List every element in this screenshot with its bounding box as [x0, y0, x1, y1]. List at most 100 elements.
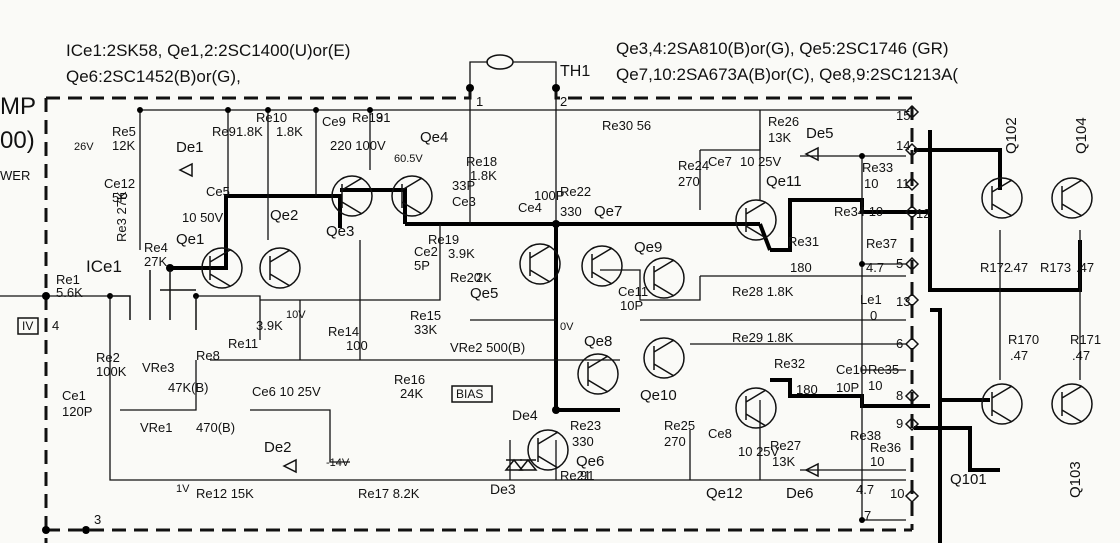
re31-value: 180 [790, 260, 812, 275]
header-line1-left: ICe1:2SK58, Qe1,2:2SC1400(U)or(E) [66, 41, 350, 60]
diode-symbols [178, 146, 819, 478]
header-line2-right: Qe7,10:2SA673A(B)or(C), Qe8,9:2SC1213A( [616, 65, 958, 84]
terminal-13: 13 [896, 294, 910, 309]
terminal-10: 10 [890, 486, 904, 501]
re9-value: 1.8K [236, 124, 263, 139]
re15-label: Re15 [410, 308, 441, 323]
re25-value: 270 [664, 434, 686, 449]
re2-label: Re2 [96, 350, 120, 365]
de4-label: De4 [512, 407, 538, 423]
terminal-6: 6 [896, 336, 903, 351]
re21-value: 91 [580, 468, 594, 483]
re22-value: 330 [560, 204, 582, 219]
iv-box [17, 317, 39, 335]
de3-label: De3 [490, 481, 516, 497]
re16-value: 24K [400, 386, 423, 401]
qe3-label: Qe3 [326, 223, 354, 240]
re35-value: 10 [868, 378, 882, 393]
terminal-9: 9 [896, 416, 903, 431]
re22-label: Re22 [560, 184, 591, 199]
re8-label: Re8 [196, 348, 220, 363]
de6-label: De6 [786, 485, 814, 502]
ce2-label: Ce2 [414, 244, 438, 259]
r173-value: .47 [1076, 260, 1094, 275]
re15-value: 33K [414, 322, 437, 337]
terminal-5: 5 [896, 256, 903, 271]
vre3-label: VRe3 [142, 360, 175, 375]
re27-value: 13K [772, 454, 795, 469]
ce10-value: 10P [836, 380, 859, 395]
re29-label: Re29 1.8K [732, 330, 794, 345]
terminal-3: 3 [94, 512, 101, 527]
re1-label: Re1 [56, 272, 80, 287]
ce11-value: 10P [620, 298, 643, 313]
thermistor-th1: TH1 [469, 54, 590, 88]
re13-value: 91 [376, 110, 390, 125]
ce7-value: 10 25V [740, 154, 782, 169]
re2-value: 100K [96, 364, 127, 379]
vre2-label: VRe2 500(B) [450, 340, 525, 355]
re34-label: Re34 10 [834, 204, 883, 219]
ce8-value: 10 25V [738, 444, 780, 459]
re37-label: Re37 [866, 236, 897, 251]
qe9-label: Qe9 [634, 239, 662, 256]
ce4-value: 100P [534, 188, 564, 203]
re33-value: 10 [864, 176, 878, 191]
component-labels: Re1 5.6K Re2 100K Re3 27K Re4 27K Re5 12… [22, 94, 1101, 527]
ce3-value: 33P [452, 178, 475, 193]
re24-label: Re24 [678, 158, 709, 173]
qe10-symbol [643, 337, 685, 379]
terminal-2: 2 [560, 94, 567, 109]
thick-traces [170, 130, 1082, 543]
q103-symbol [1051, 383, 1093, 425]
r172-label: R172 [980, 260, 1011, 275]
ce5-label: Ce5 [206, 184, 230, 199]
qe6-symbol [527, 429, 569, 471]
re18-label: Re18 [466, 154, 497, 169]
bias-box [451, 385, 493, 403]
ce10-label: Ce10 [836, 362, 867, 377]
qe8-label: Qe8 [584, 333, 612, 350]
re26-value: 13K [768, 130, 791, 145]
terminals [904, 104, 920, 504]
header-line1-right: Qe3,4:2SA810(B)or(G), Qe5:2SC1746 (GR) [616, 39, 949, 58]
qe10-label: Qe10 [640, 387, 677, 404]
re24-value: 270 [678, 174, 700, 189]
terminal-15: 15 [896, 108, 910, 123]
ce4-label: Ce4 [518, 200, 542, 215]
re32-label: Re32 [774, 356, 805, 371]
r171-value: .47 [1072, 348, 1090, 363]
vre1-value: 470(B) [196, 420, 235, 435]
terminal-1: 1 [476, 94, 483, 109]
re13-label: Re13 [352, 110, 383, 125]
edge-text-3: WER [0, 168, 30, 183]
re27-label: Re27 [770, 438, 801, 453]
re37-value: 4.7 [866, 260, 884, 275]
iv-box-label: IV [22, 319, 33, 333]
re38-label: Re38 [850, 428, 881, 443]
qe9-symbol [643, 257, 685, 299]
r173-label: R173 [1040, 260, 1071, 275]
r170-value: .47 [1010, 348, 1028, 363]
re23-label: Re23 [570, 418, 601, 433]
re31-label: Re31 [788, 234, 819, 249]
qe2-symbol [259, 247, 301, 289]
ce6-label: Ce6 10 25V [252, 384, 321, 399]
re4-label: Re4 [144, 240, 168, 255]
re3-label: Re3 27K [114, 191, 129, 242]
voltage-0v: 0V [560, 321, 574, 333]
re36-value: 10 [870, 454, 884, 469]
qe1-symbol [201, 247, 243, 289]
qe6-label: Qe6 [576, 453, 604, 470]
q102-symbol [981, 177, 1023, 219]
re16-label: Re16 [394, 372, 425, 387]
r171-label: R171 [1070, 332, 1101, 347]
terminal-12: 12 [916, 206, 930, 221]
ce12-value: 5P [112, 190, 128, 205]
re33-label: Re33 [862, 160, 893, 175]
ce9-value: 220 100V [330, 138, 386, 153]
qe7-symbol [581, 245, 623, 287]
re20-value: 2K [476, 270, 492, 285]
re35-label: Re35 [868, 362, 899, 377]
qe1-label: Qe1 [176, 231, 204, 248]
